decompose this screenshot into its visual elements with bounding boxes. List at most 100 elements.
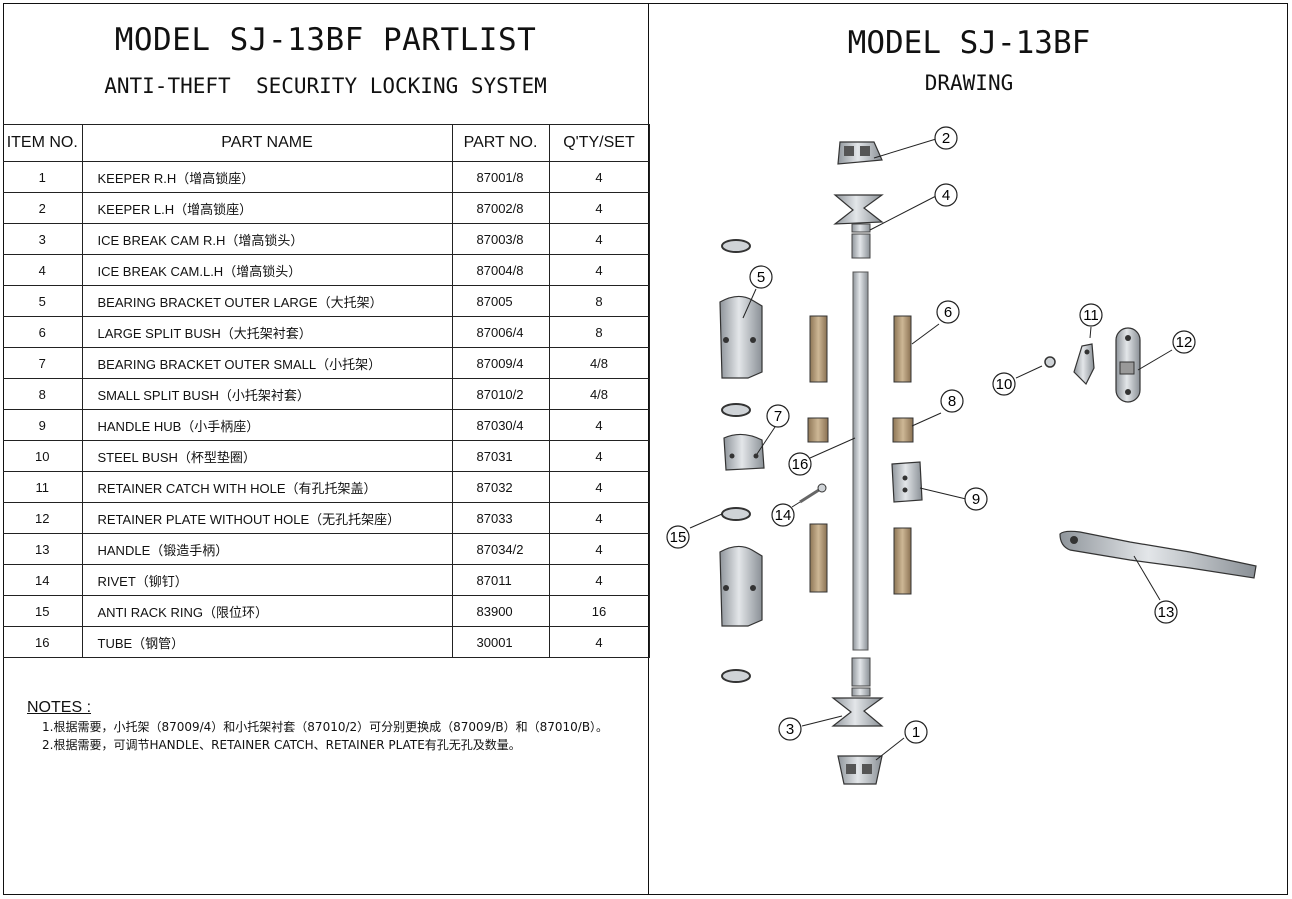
cell-part-name: TUBE（钢管）	[81, 626, 453, 658]
drawing-subtitle: DRAWING	[924, 71, 1014, 95]
anti-rack-ring-part	[721, 239, 751, 253]
cell-item-no: 15	[3, 595, 83, 627]
notes-label: NOTES :	[27, 699, 92, 716]
callout-6: 6	[936, 300, 960, 324]
leader-line	[1137, 349, 1173, 371]
callout-number: 10	[996, 376, 1013, 393]
cell-qty: 4	[548, 254, 650, 286]
leader-line	[1015, 365, 1043, 379]
callout-3: 3	[778, 717, 802, 741]
cell-item-no: 14	[3, 564, 83, 596]
callout-number: 3	[786, 721, 794, 738]
cell-part-no: 87002/8	[451, 192, 550, 224]
cell-qty: 4	[548, 533, 650, 565]
callout-12: 12	[1172, 330, 1196, 354]
cell-part-name: HANDLE HUB（小手柄座）	[81, 409, 453, 441]
callout-circle	[788, 452, 812, 476]
callout-circle	[992, 372, 1016, 396]
cell-item-no: 7	[3, 347, 83, 379]
callout-circle	[1154, 600, 1178, 624]
bearing-bracket-large-part	[719, 295, 763, 379]
callout-number: 14	[775, 507, 792, 524]
large-split-bush-part	[893, 315, 912, 383]
cell-qty: 4/8	[548, 378, 650, 410]
cell-part-name: STEEL BUSH（杯型垫圈）	[81, 440, 453, 472]
cell-qty: 4	[548, 223, 650, 255]
callout-circle	[936, 300, 960, 324]
cell-part-no: 83900	[451, 595, 550, 627]
leader-line	[875, 737, 905, 761]
leader-line	[919, 487, 967, 500]
cell-part-no: 87001/8	[451, 161, 550, 193]
callout-16: 16	[788, 452, 812, 476]
cell-item-no: 1	[3, 161, 83, 193]
callout-number: 1	[912, 724, 920, 741]
callout-circle	[964, 487, 988, 511]
column-header-part-no: PART NO.	[451, 124, 550, 162]
leader-line	[1089, 326, 1092, 339]
cell-qty: 4	[548, 161, 650, 193]
callout-4: 4	[934, 183, 958, 207]
table-header-row: ITEM NO. PART NAME PART NO. Q'TY/SET	[3, 124, 650, 162]
cell-part-name: KEEPER R.H（增高锁座）	[81, 161, 453, 193]
column-header-qty: Q'TY/SET	[548, 124, 650, 162]
leader-line	[911, 323, 940, 345]
cell-part-no: 87010/2	[451, 378, 550, 410]
small-split-bush-part	[807, 417, 829, 443]
cell-part-no: 87011	[451, 564, 550, 596]
cell-part-name: RETAINER CATCH WITH HOLE（有孔托架盖）	[81, 471, 453, 503]
cell-item-no: 6	[3, 316, 83, 348]
retainer-catch-part	[1073, 343, 1095, 386]
callout-7: 7	[766, 404, 790, 428]
bearing-bracket-large-part	[719, 545, 763, 627]
small-split-bush-part	[892, 417, 914, 443]
cell-qty: 8	[548, 316, 650, 348]
anti-rack-ring-part	[721, 507, 751, 521]
callout-circle	[934, 183, 958, 207]
large-split-bush-part	[809, 315, 828, 383]
cell-part-no: 87030/4	[451, 409, 550, 441]
callout-circle	[778, 717, 802, 741]
large-split-bush-part	[809, 523, 828, 593]
cell-part-no: 87034/2	[451, 533, 550, 565]
cell-item-no: 10	[3, 440, 83, 472]
cell-item-no: 16	[3, 626, 83, 658]
cell-qty: 4	[548, 409, 650, 441]
cell-part-name: RIVET（铆钉）	[81, 564, 453, 596]
leader-line	[689, 513, 723, 529]
cell-part-no: 87031	[451, 440, 550, 472]
leader-line	[801, 715, 843, 727]
cell-item-no: 9	[3, 409, 83, 441]
retainer-plate-part	[1115, 327, 1141, 403]
handle-part	[1059, 530, 1257, 579]
callout-circle	[904, 720, 928, 744]
callout-number: 16	[792, 456, 809, 473]
keeper-lh-part	[837, 141, 883, 165]
partlist-title: MODEL SJ-13BF PARTLIST	[114, 22, 537, 58]
cell-part-name: LARGE SPLIT BUSH（大托架衬套）	[81, 316, 453, 348]
cell-item-no: 5	[3, 285, 83, 317]
cell-qty: 4/8	[548, 347, 650, 379]
cell-qty: 4	[548, 471, 650, 503]
callout-2: 2	[934, 126, 958, 150]
tube-part	[852, 271, 869, 651]
callout-circle	[771, 503, 795, 527]
leader-line	[873, 138, 937, 159]
handle-hub-part	[891, 461, 923, 503]
callout-circle	[749, 265, 773, 289]
cell-item-no: 13	[3, 533, 83, 565]
anti-rack-ring-part	[721, 403, 751, 417]
callout-circle	[934, 126, 958, 150]
leader-line	[791, 501, 801, 508]
partlist-subtitle: ANTI-THEFT SECURITY LOCKING SYSTEM	[104, 74, 547, 98]
cell-part-name: RETAINER PLATE WITHOUT HOLE（无孔托架座）	[81, 502, 453, 534]
cell-part-name: HANDLE（锻造手柄）	[81, 533, 453, 565]
callout-circle	[1079, 303, 1103, 327]
cell-qty: 16	[548, 595, 650, 627]
leader-lines	[689, 138, 1173, 761]
